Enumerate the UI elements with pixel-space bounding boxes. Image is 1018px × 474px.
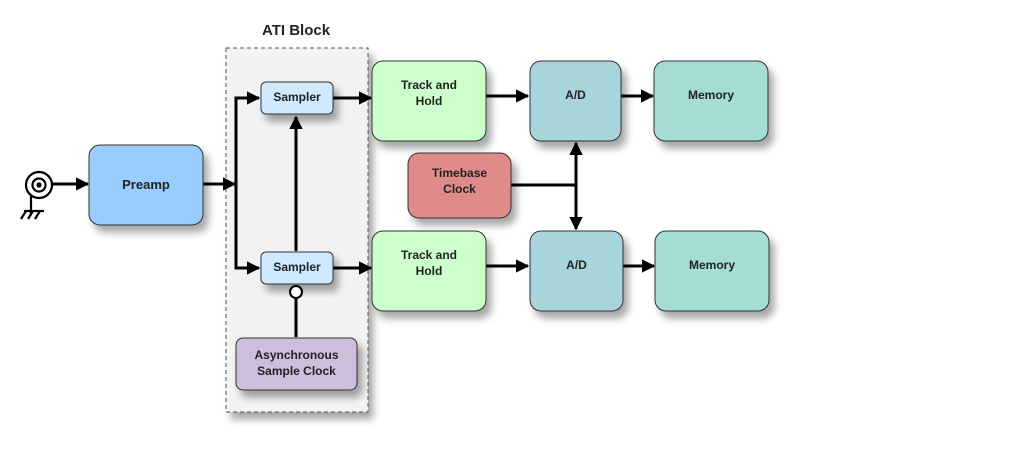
memory-bottom-block — [654, 230, 770, 312]
connections — [52, 89, 656, 337]
ad-bottom-block — [529, 230, 624, 312]
antenna-ground-icon — [20, 170, 54, 220]
sampler-top-block — [260, 81, 334, 115]
wire-split-to-sampler-top — [234, 91, 261, 184]
ati-block-title: ATI Block — [262, 22, 331, 39]
track-hold-top-block — [371, 60, 487, 142]
preamp-block — [88, 144, 204, 226]
timebase-clock-block — [407, 152, 512, 219]
clock-input-bubble — [289, 285, 303, 299]
async-sample-clock-block — [235, 337, 358, 391]
memory-top-block — [653, 60, 769, 142]
wire-split-to-sampler-bottom — [234, 184, 261, 275]
track-hold-bottom-block — [371, 230, 487, 312]
sampler-bottom-block — [260, 251, 334, 285]
ad-top-block — [529, 60, 622, 142]
